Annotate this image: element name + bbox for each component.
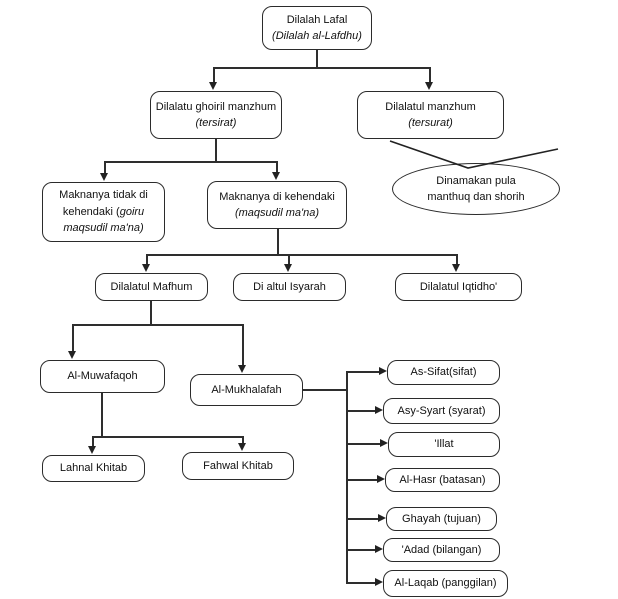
callout-bubble: Dinamakan pula manthuq dan shorih (392, 163, 560, 215)
connector-line (346, 582, 375, 584)
node-fahwal-khitab: Fahwal Khitab (182, 452, 294, 480)
connector-line (213, 67, 431, 69)
node-manzhum: Dilalatul manzhum (tersurat) (357, 91, 504, 139)
connector-line (92, 436, 94, 447)
connector-line (346, 479, 377, 481)
arrow-down-icon (284, 264, 292, 272)
connector-line (146, 254, 148, 265)
node-illat: 'Illat (388, 432, 500, 457)
node-dilalah-lafal: Dilalah Lafal (Dilalah al-Lafdhu) (262, 6, 372, 50)
connector-line (346, 518, 378, 520)
node-sublabel: (Dilalah al-Lafdhu) (272, 30, 362, 42)
connector-line (316, 50, 318, 68)
node-hasr: Al-Hasr (batasan) (385, 468, 500, 492)
bubble-line: manthuq dan shorih (427, 191, 525, 203)
connector-line (242, 324, 244, 366)
node-mukhalafah: Al-Mukhalafah (190, 374, 303, 406)
arrow-down-icon (238, 443, 246, 451)
arrow-right-icon (377, 475, 385, 483)
node-sublabel: (tersurat) (408, 117, 453, 129)
arrow-down-icon (100, 173, 108, 181)
arrow-right-icon (375, 578, 383, 586)
connector-line (146, 254, 458, 256)
node-laqab: Al-Laqab (panggilan) (383, 570, 508, 597)
node-label: Maknanya di kehendaki (219, 190, 335, 203)
node-tidak-dikehendaki: Maknanya tidak di kehendaki (goiru maqsu… (42, 182, 165, 242)
connector-line (346, 371, 348, 583)
connector-line (213, 67, 215, 82)
arrow-down-icon (425, 82, 433, 90)
arrow-right-icon (375, 406, 383, 414)
arrow-down-icon (88, 446, 96, 454)
arrow-down-icon (68, 351, 76, 359)
node-lahnal-khitab: Lahnal Khitab (42, 455, 145, 482)
node-mafhum: Dilalatul Mafhum (95, 273, 208, 301)
connector-line (346, 549, 375, 551)
speech-bubble-tail (389, 140, 559, 169)
node-label: Dilalah Lafal (286, 13, 348, 26)
arrow-right-icon (380, 439, 388, 447)
node-ghoiril-manzhum: Dilalatu ghoiril manzhum (tersirat) (150, 91, 282, 139)
arrow-down-icon (142, 264, 150, 272)
node-muwafaqoh: Al-Muwafaqoh (40, 360, 165, 393)
arrow-down-icon (452, 264, 460, 272)
connector-line (101, 393, 103, 437)
node-label: Dilalatul manzhum (385, 100, 476, 113)
connector-line (72, 324, 74, 352)
node-label-wrap: Dilalatu ghoiril manzhum (tersirat) (155, 99, 277, 132)
node-iqtidho: Dilalatul Iqtidho' (395, 273, 522, 301)
bubble-line: Dinamakan pula (436, 174, 516, 187)
connector-line (276, 161, 278, 173)
connector-line (104, 161, 278, 163)
connector-line (72, 324, 244, 326)
node-sifat: As-Sifat(sifat) (387, 360, 500, 385)
connector-line (92, 436, 244, 438)
arrow-down-icon (238, 365, 246, 373)
connector-line (456, 254, 458, 265)
node-sublabel: (tersirat) (195, 117, 237, 129)
connector-line (346, 410, 375, 412)
connector-line (346, 443, 380, 445)
connector-line (242, 436, 244, 444)
node-ghayah: Ghayah (tujuan) (386, 507, 497, 531)
node-sublabel: (maqsudil ma'na) (234, 207, 320, 219)
arrow-down-icon (209, 82, 217, 90)
arrow-down-icon (272, 172, 280, 180)
arrow-right-icon (379, 367, 387, 375)
node-sublabel: goiru maqsudil ma'na) (63, 205, 145, 235)
connector-line (429, 67, 431, 82)
node-label: Maknanya tidak di kehendaki ( (59, 189, 148, 218)
node-isyarah: Di altul Isyarah (233, 273, 346, 301)
arrow-right-icon (375, 545, 383, 553)
connector-line (104, 161, 106, 174)
connector-line (215, 139, 217, 162)
connector-line (303, 389, 347, 391)
connector-line (288, 254, 290, 265)
node-adad: 'Adad (bilangan) (383, 538, 500, 562)
arrow-right-icon (378, 514, 386, 522)
connector-line (150, 301, 152, 325)
connector-line (277, 229, 279, 255)
node-label: Dilalatu ghoiril manzhum (155, 100, 277, 113)
node-label-wrap: Maknanya tidak di kehendaki (goiru maqsu… (47, 187, 160, 237)
node-dikehendaki: Maknanya di kehendaki (maqsudil ma'na) (207, 181, 347, 229)
connector-line (346, 371, 379, 373)
node-syart: Asy-Syart (syarat) (383, 398, 500, 424)
